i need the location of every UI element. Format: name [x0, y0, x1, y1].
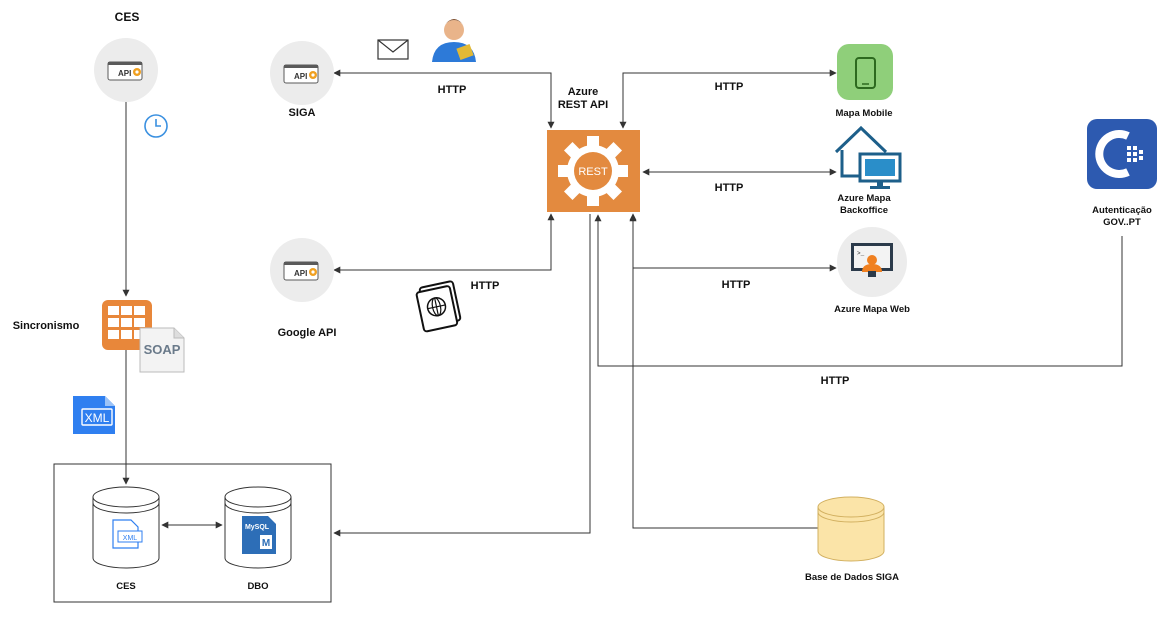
user-icon — [432, 19, 476, 62]
rest-text: REST — [578, 166, 608, 178]
house-monitor-icon — [834, 125, 902, 189]
auth-label-2: GOV..PT — [1103, 217, 1141, 228]
xml-small-text: XML — [123, 535, 138, 542]
ces-top-label: CES — [114, 10, 140, 24]
siga-label: SIGA — [288, 107, 316, 119]
azure-label: Azure — [567, 86, 599, 98]
mapa-web-label: Azure Mapa Web — [834, 304, 910, 315]
phone-icon — [837, 44, 893, 100]
xml-icon: XML — [73, 396, 115, 434]
db-ces-label: CES — [116, 581, 136, 592]
rest-gear-icon: REST — [547, 130, 640, 212]
google-api-icon: API — [270, 238, 334, 302]
rest-mobile-arrow — [619, 69, 837, 129]
rest-web-arrow — [629, 213, 837, 272]
api-badge-text: API — [294, 269, 307, 278]
gov-pt-icon — [1087, 119, 1157, 189]
web-prompt: >_ — [857, 250, 865, 257]
google-api-label: Google API — [277, 327, 337, 339]
database-icon-ces: XML — [92, 486, 160, 569]
mysql-m-text: M — [262, 538, 270, 549]
sincronismo-label: Sincronismo — [12, 320, 80, 332]
gov-rest-arrow — [594, 214, 1123, 367]
monitor-user-icon: >_ — [837, 227, 907, 297]
mysql-text: MySQL — [245, 524, 270, 531]
soap-text: SOAP — [144, 342, 181, 357]
siga-api-icon: API — [270, 41, 334, 105]
ces-api-icon: API — [94, 38, 158, 102]
passport-icon — [415, 280, 462, 333]
base-siga-label: Base de Dados SIGA — [805, 572, 899, 583]
http-backoffice-label: HTTP — [714, 182, 744, 194]
mysql-icon: MySQL M — [242, 516, 276, 554]
auth-label-1: Autenticação — [1092, 205, 1152, 216]
rest-db-arrow — [333, 214, 591, 537]
http-gov-label: HTTP — [820, 375, 850, 387]
rest-siga-arrow — [333, 69, 555, 129]
mapa-mobile-label: Mapa Mobile — [835, 108, 893, 119]
clock-icon — [144, 114, 168, 138]
mail-icon — [377, 39, 409, 60]
db-dbo-label: DBO — [247, 581, 269, 592]
rest-api-label: REST API — [557, 99, 609, 111]
http-google-label: HTTP — [470, 280, 500, 292]
rest-google-arrow — [333, 213, 555, 274]
soap-icon: SOAP — [139, 327, 185, 373]
database-container — [53, 463, 332, 603]
database-icon-dbo: MySQL M — [224, 486, 292, 569]
connectors — [122, 69, 1123, 537]
xml-text: XML — [85, 411, 110, 425]
http-mobile-label: HTTP — [714, 81, 744, 93]
api-badge-text: API — [294, 72, 307, 81]
backoffice-label-1: Azure Mapa — [837, 193, 891, 204]
backoffice-label-2: Backoffice — [839, 205, 889, 216]
http-siga-label: HTTP — [437, 84, 467, 96]
api-badge-text: API — [118, 69, 131, 78]
siga-db-rest-arrow — [629, 214, 818, 529]
http-web-label: HTTP — [721, 279, 751, 291]
database-icon-siga — [817, 496, 885, 562]
